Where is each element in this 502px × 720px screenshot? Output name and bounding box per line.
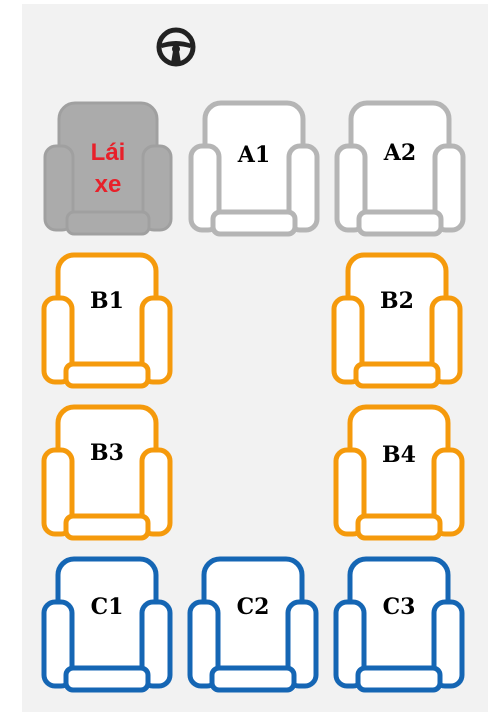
- seat-a1[interactable]: A1: [187, 100, 321, 237]
- seat-c2[interactable]: C2: [186, 556, 320, 693]
- steering-wheel-icon: [156, 27, 196, 67]
- seat-icon: [188, 100, 320, 237]
- seat-b2[interactable]: B2: [330, 252, 464, 389]
- seat-icon: [187, 556, 319, 693]
- seat-label-driver-line2: xe: [94, 171, 122, 198]
- seat-label-a1: A1: [237, 142, 271, 168]
- seat-driver: Lái xe: [41, 100, 175, 236]
- seat-label-c1: C1: [90, 594, 124, 620]
- seat-icon: [41, 556, 173, 693]
- seat-icon: [333, 556, 465, 693]
- seat-label-b1: B1: [90, 288, 124, 314]
- seat-label-a2: A2: [383, 140, 417, 166]
- seat-icon: [331, 252, 463, 389]
- driver-seat-icon: [43, 101, 173, 236]
- seat-map-panel: Lái xe A1 A2: [22, 4, 488, 712]
- seat-b1[interactable]: B1: [40, 252, 174, 389]
- seat-label-b4: B4: [382, 442, 416, 468]
- seat-icon: [333, 404, 465, 541]
- seat-label-driver-line1: Lái: [90, 139, 126, 166]
- seat-label-c3: C3: [382, 594, 416, 620]
- seat-b3[interactable]: B3: [40, 404, 174, 541]
- seat-c1[interactable]: C1: [40, 556, 174, 693]
- seat-b4[interactable]: B4: [332, 404, 466, 541]
- seat-label-b2: B2: [380, 288, 414, 314]
- seat-label-c2: C2: [236, 594, 270, 620]
- seat-label-b3: B3: [90, 440, 124, 466]
- seat-icon: [41, 252, 173, 389]
- seat-icon: [334, 100, 466, 237]
- seat-icon: [41, 404, 173, 541]
- seat-a2[interactable]: A2: [333, 100, 467, 237]
- seat-c3[interactable]: C3: [332, 556, 466, 693]
